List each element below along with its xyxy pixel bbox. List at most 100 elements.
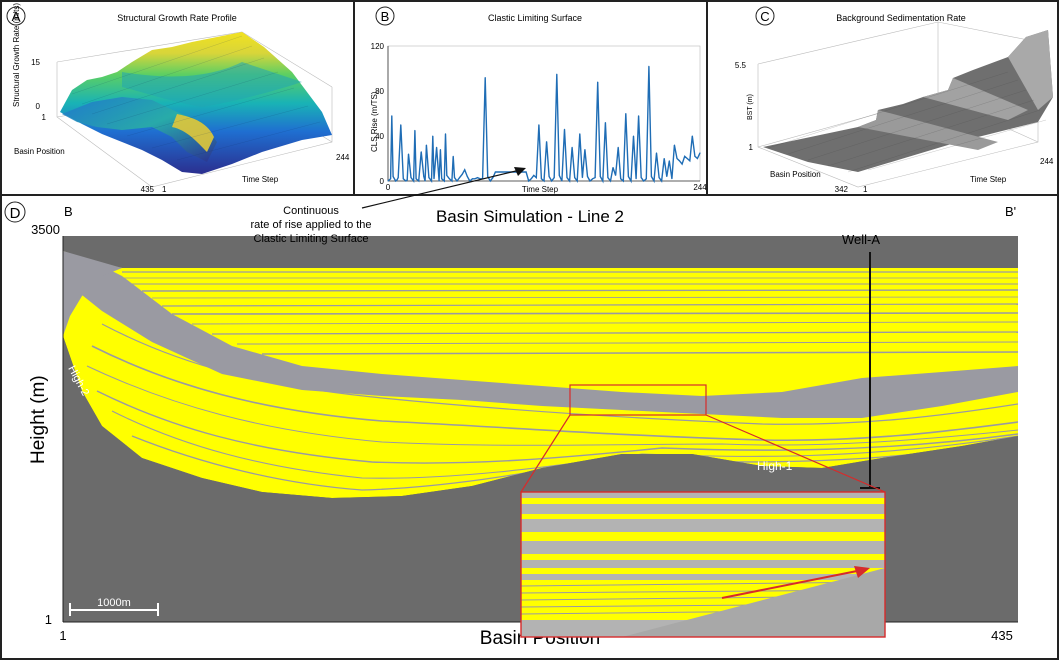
panel-b-data-point bbox=[477, 177, 479, 179]
panel-b-data-point bbox=[589, 180, 591, 182]
panel-d-letter: D bbox=[10, 205, 21, 222]
panel-b-data-point bbox=[466, 176, 468, 177]
panel-b-data-point bbox=[571, 146, 573, 148]
panel-b-data-point bbox=[402, 178, 404, 180]
panel-b-xtick: 0 bbox=[386, 183, 391, 192]
panel-b-data-point bbox=[439, 149, 441, 150]
panel-b-data-point bbox=[461, 173, 463, 175]
panel-c-ylabel: Time Step bbox=[970, 175, 1007, 184]
panel-c-letter: C bbox=[760, 9, 769, 24]
panel-b-data-point bbox=[558, 174, 560, 176]
panel-b-data-point bbox=[505, 171, 507, 173]
panel-b-data-point bbox=[576, 180, 578, 182]
panel-b-data-point bbox=[517, 171, 519, 173]
panel-b-data-point bbox=[474, 178, 476, 180]
panel-a-xlabel: Basin Position bbox=[14, 147, 65, 156]
panel-b-data-point bbox=[612, 167, 614, 168]
panel-b-data-point bbox=[515, 171, 517, 173]
panel-b-data-point bbox=[443, 180, 445, 182]
panel-b-ytick: 0 bbox=[380, 177, 385, 186]
panel-b-xtick: 244 bbox=[693, 183, 706, 192]
panel-b-data-point bbox=[390, 178, 392, 180]
panel-a-ztick-min: 0 bbox=[36, 102, 41, 111]
panel-b-data-point bbox=[581, 177, 583, 179]
shale-wedge bbox=[63, 251, 1018, 418]
zoom-arrow-shaft bbox=[721, 569, 863, 599]
panel-c-zlabel: BST (m) bbox=[747, 94, 754, 120]
panel-b-data-point bbox=[638, 115, 640, 117]
panel-a-ylabel: Time Step bbox=[242, 175, 279, 184]
well-label: Well-A bbox=[842, 232, 880, 247]
panel-d-svg: D Basin Simulation - Line 2 B B' bbox=[4, 201, 1018, 649]
panel-b-data-point bbox=[487, 176, 489, 177]
panel-a-surface bbox=[60, 32, 332, 174]
panel-b-data-point bbox=[425, 144, 427, 146]
panel-d-end-right: B' bbox=[1005, 204, 1016, 219]
panel-a: A Structural Growth Rate Profile 15 0 St… bbox=[0, 0, 355, 196]
panel-b-data-point bbox=[497, 171, 499, 173]
panel-b-points bbox=[387, 65, 701, 182]
panel-b-data-point bbox=[525, 171, 527, 173]
panel-b-data-point bbox=[543, 180, 545, 182]
panel-b-data-point bbox=[622, 180, 624, 182]
panel-b-data-point bbox=[681, 163, 683, 165]
panel-b-data-point bbox=[579, 133, 581, 135]
panel-d-letter-circle bbox=[4, 201, 26, 223]
panel-b-data-point bbox=[694, 155, 696, 157]
panel-d-xtick-max: 435 bbox=[991, 628, 1013, 643]
panel-c-ztick-min: 1 bbox=[749, 143, 754, 152]
panel-b-data-point bbox=[686, 158, 688, 159]
panel-c-svg: C Background Sedimentation Rate 5.5 1 BS… bbox=[735, 6, 1054, 194]
panel-b-data-point bbox=[448, 178, 450, 180]
panel-b-data-point bbox=[392, 176, 394, 177]
panel-b-data-point bbox=[494, 171, 496, 173]
panel-b-data-point bbox=[633, 135, 635, 137]
panel-b-data-point bbox=[452, 155, 454, 157]
panel-b-data-point bbox=[420, 151, 422, 153]
panel-b-data-point bbox=[699, 152, 701, 154]
shale-left-edge bbox=[63, 251, 122, 336]
panel-b-data-point bbox=[625, 113, 627, 114]
panel-b-data-point bbox=[415, 178, 417, 180]
panel-b-series-line bbox=[387, 66, 701, 184]
panel-b-data-point bbox=[676, 158, 678, 159]
panel-c-xtick-max: 342 bbox=[835, 185, 849, 194]
panel-b-data-point bbox=[650, 176, 652, 177]
zoom-inset bbox=[520, 491, 886, 638]
panel-b-data-point bbox=[540, 178, 542, 180]
panel-b-data-point bbox=[663, 158, 665, 159]
panel-b-data-point bbox=[413, 180, 415, 182]
panel-b-data-point bbox=[538, 124, 540, 126]
panel-b-data-point bbox=[643, 180, 645, 182]
panel-b-data-point bbox=[630, 180, 632, 182]
panel-a-title: Structural Growth Rate Profile bbox=[117, 13, 237, 23]
panel-c-letter-circle bbox=[755, 6, 775, 26]
panel-c: C Background Sedimentation Rate 5.5 1 BS… bbox=[706, 0, 1059, 196]
panel-b-data-point bbox=[546, 141, 548, 143]
panel-b-data-point bbox=[410, 177, 412, 179]
zoom-source-box bbox=[569, 384, 707, 416]
panel-b-data-point bbox=[418, 180, 420, 182]
panel-b-data-point bbox=[456, 180, 458, 182]
panel-b-data-point bbox=[391, 115, 393, 117]
panel-b-data-point bbox=[407, 153, 409, 155]
panel-b-ylabel: CLS Rise (m/TS) bbox=[370, 91, 379, 152]
panel-b-data-point bbox=[691, 135, 693, 137]
panel-b-data-point bbox=[609, 180, 611, 182]
panel-b-data-point bbox=[574, 177, 576, 179]
panel-b-data-point bbox=[617, 146, 619, 148]
panel-b-data-point bbox=[658, 177, 660, 179]
panel-b-xlabel: Time Step bbox=[522, 185, 559, 194]
panel-b-data-point bbox=[387, 180, 389, 182]
panel-b-data-point bbox=[592, 178, 594, 180]
panel-b-letter: B bbox=[381, 9, 390, 24]
panel-a-xtick-max: 435 bbox=[141, 185, 155, 194]
panel-b-data-point bbox=[640, 177, 642, 179]
panel-a-letter: A bbox=[12, 9, 21, 24]
zoom-connector-left bbox=[520, 414, 571, 493]
panel-b-data-point bbox=[615, 174, 617, 176]
panel-d-section bbox=[63, 236, 1018, 622]
panel-a-ytick-min: 1 bbox=[162, 185, 167, 194]
panel-b-ytick: 120 bbox=[371, 42, 385, 51]
